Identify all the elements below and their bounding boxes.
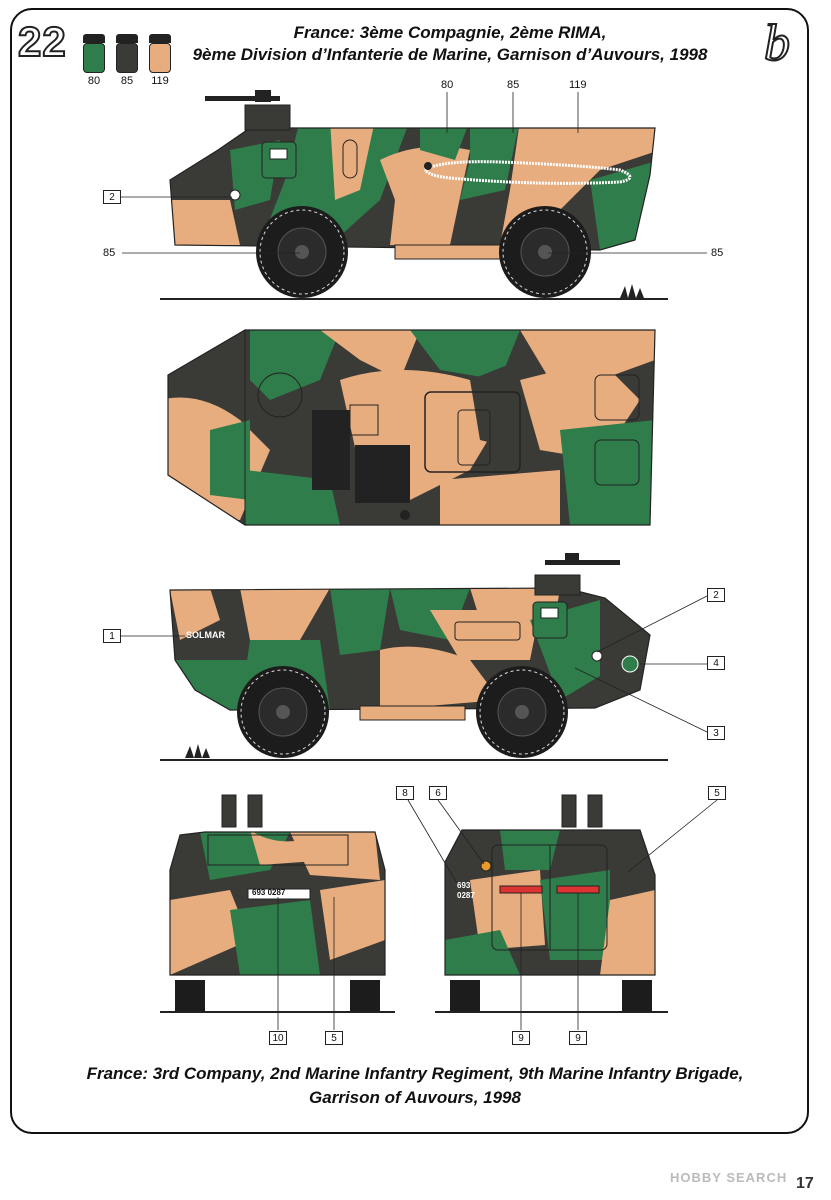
solmar-marking: SOLMAR bbox=[186, 630, 225, 640]
title-line-2: 9ème Division d’Infanterie de Marine, Ga… bbox=[192, 45, 708, 64]
callout-9: 9 bbox=[512, 1031, 530, 1045]
wheel-icon bbox=[499, 206, 591, 298]
callout-5: 5 bbox=[708, 786, 726, 800]
paint-label: 85 bbox=[103, 247, 116, 259]
paint-label: 85 bbox=[711, 247, 724, 259]
paint-lid-icon bbox=[116, 34, 138, 43]
top-view bbox=[167, 329, 656, 526]
callout-1: 1 bbox=[103, 629, 121, 643]
plate-title: France: 3ème Compagnie, 2ème RIMA, 9ème … bbox=[150, 22, 750, 66]
callout-2: 2 bbox=[707, 588, 725, 602]
callout-5: 5 bbox=[325, 1031, 343, 1045]
plate-footer: France: 3rd Company, 2nd Marine Infantry… bbox=[60, 1062, 770, 1110]
paint-code: 119 bbox=[151, 75, 169, 87]
plate-variant-letter: b bbox=[763, 14, 791, 73]
paint-jar-icon bbox=[149, 43, 171, 73]
paint-lid-icon bbox=[149, 34, 171, 43]
footer-line-2: Garrison of Auvours, 1998 bbox=[309, 1088, 521, 1107]
callout-9: 9 bbox=[569, 1031, 587, 1045]
front-plate-marking: 693 0287 bbox=[252, 888, 286, 897]
callout-10: 10 bbox=[269, 1031, 287, 1045]
paint-swatch-3: 119 bbox=[149, 34, 171, 87]
wheel-icon bbox=[237, 666, 329, 758]
callout-4: 4 bbox=[707, 656, 725, 670]
callout-2: 2 bbox=[103, 190, 121, 204]
paint-swatches: 80 85 119 bbox=[83, 22, 178, 87]
rear-plate-top: 693 bbox=[457, 881, 471, 890]
wheel-icon bbox=[476, 666, 568, 758]
title-line-1: France: 3ème Compagnie, 2ème RIMA, bbox=[293, 23, 607, 42]
paint-swatch-2: 85 bbox=[116, 34, 138, 87]
paint-swatch-1: 80 bbox=[83, 34, 105, 87]
callout-6: 6 bbox=[429, 786, 447, 800]
paint-code: 80 bbox=[87, 75, 101, 87]
wheel-icon bbox=[256, 206, 348, 298]
footer-line-1: France: 3rd Company, 2nd Marine Infantry… bbox=[86, 1064, 744, 1083]
watermark: HOBBY SEARCH bbox=[670, 1170, 788, 1185]
paint-lid-icon bbox=[83, 34, 105, 43]
paint-jar-icon bbox=[116, 43, 138, 73]
callout-8: 8 bbox=[396, 786, 414, 800]
rear-view bbox=[407, 794, 718, 1030]
paint-label: 85 bbox=[507, 79, 520, 91]
plate-frame bbox=[10, 8, 809, 1134]
paint-label: 80 bbox=[441, 79, 454, 91]
plate-number: 22 bbox=[17, 17, 67, 66]
front-view bbox=[160, 794, 395, 1030]
paint-jar-icon bbox=[83, 43, 105, 73]
rear-plate-bottom: 0287 bbox=[457, 891, 475, 900]
side-view-right bbox=[121, 553, 708, 761]
page-number: 17 bbox=[796, 1175, 814, 1192]
paint-label: 119 bbox=[569, 79, 587, 91]
callout-3: 3 bbox=[707, 726, 725, 740]
paint-code: 85 bbox=[120, 75, 134, 87]
side-view-left bbox=[121, 90, 707, 300]
